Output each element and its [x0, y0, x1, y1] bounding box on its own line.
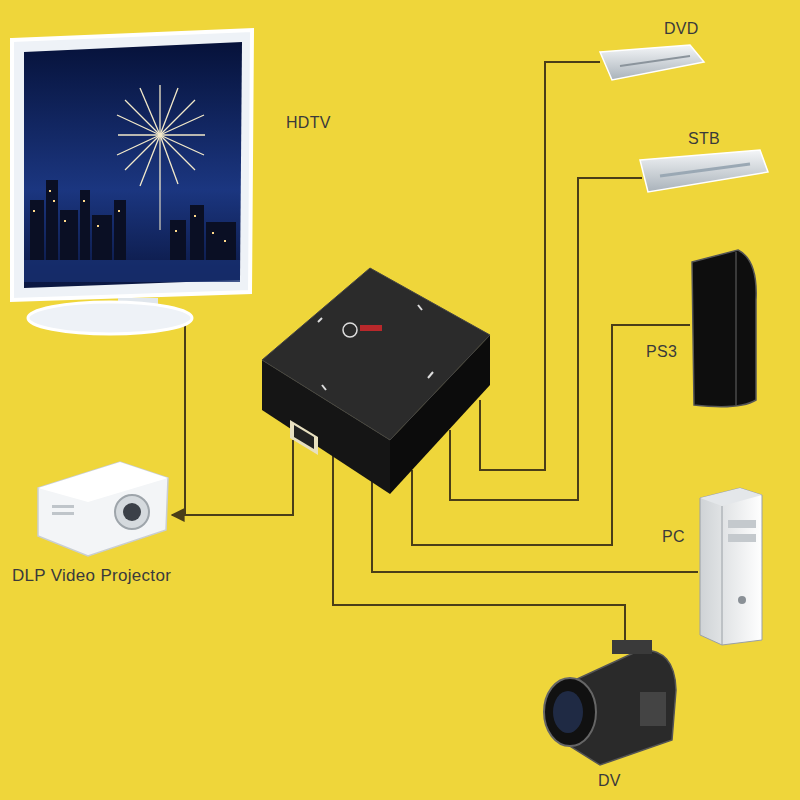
wire-part [184, 318, 186, 515]
dv-camcorder-part [612, 640, 652, 654]
ps3-console-part [692, 250, 756, 407]
hdtv-monitor-part [160, 135, 195, 170]
hdtv-monitor-part [190, 205, 204, 260]
hdtv-monitor-part [33, 190, 226, 242]
hdtv-monitor-part [125, 135, 160, 170]
hdtv-monitor-part [194, 215, 196, 217]
dlp-projector-part [123, 503, 141, 521]
wire-part [372, 470, 698, 572]
set-top-box [640, 150, 768, 192]
set-top-box-part [660, 164, 750, 176]
dvd-player [600, 45, 704, 80]
hdtv-monitor-part [33, 210, 35, 212]
hdtv-monitor-part [160, 134, 205, 135]
pc-tower-part [722, 506, 723, 645]
hdtv-monitor-part [83, 200, 85, 202]
hdmi-switch-part [262, 268, 490, 440]
wire-part [480, 62, 600, 470]
hdtv-monitor-part [12, 30, 252, 300]
device-label: HDTV [286, 114, 331, 132]
hdtv-monitor-part [160, 115, 204, 135]
pc-tower-part [700, 488, 762, 645]
hdtv-monitor-part [97, 225, 99, 227]
dlp-projector-part [115, 495, 149, 529]
hdmi-switch-part [322, 385, 326, 390]
hdtv-monitor-part [175, 230, 177, 232]
hdtv-monitor-part [80, 190, 90, 260]
dvd-player-part [620, 56, 690, 66]
dv-camcorder [544, 640, 676, 765]
dlp-projector [38, 462, 168, 556]
hdtv-monitor-part [117, 115, 160, 135]
hdtv-monitor-part [60, 210, 78, 260]
hdtv-monitor-part [24, 260, 240, 282]
hdtv-monitor-part [160, 135, 178, 184]
device-label: DLP Video Projector [12, 566, 171, 586]
pc-tower-part [728, 520, 756, 528]
pc-tower-part [700, 488, 762, 506]
hdtv-monitor-part [224, 240, 226, 242]
pc-tower [700, 488, 762, 645]
hdmi-switch-part [318, 305, 433, 390]
pc-tower-part [728, 534, 756, 542]
device-label: DV [598, 772, 621, 790]
hdtv-monitor-part [46, 180, 58, 260]
device-label: STB [688, 130, 720, 148]
hdmi-switch-part [290, 420, 318, 455]
hdtv-monitor-part [117, 85, 205, 190]
hdtv-monitor-part [159, 135, 160, 190]
hdmi-switch [262, 268, 490, 494]
hdtv-monitor-part [160, 100, 195, 135]
hdtv-monitor-part [30, 200, 44, 260]
device-label: PC [662, 528, 685, 546]
hdtv-monitor-part [117, 135, 160, 155]
hdtv-monitor-part [49, 190, 51, 192]
hdtv-monitor-part [160, 190, 161, 230]
hdtv-monitor-part [118, 134, 160, 135]
device-label: PS3 [646, 343, 677, 361]
hdtv-monitor-part [212, 232, 214, 234]
hdmi-switch-part [418, 305, 422, 310]
dlp-projector-part [52, 505, 74, 508]
device-label: DVD [664, 20, 699, 38]
hdtv-monitor-part [28, 302, 192, 334]
dvd-player-part [600, 45, 704, 80]
hdtv-monitor [12, 30, 252, 334]
hdtv-monitor-part [159, 85, 160, 135]
hdtv-monitor-part [118, 210, 120, 212]
hdmi-switch-part [360, 325, 382, 331]
hdtv-monitor-part [64, 220, 66, 222]
hdmi-switch-part [294, 425, 314, 449]
hdtv-monitor-part [170, 220, 186, 260]
pc-tower-part [738, 596, 746, 604]
hdtv-monitor-part [92, 215, 112, 260]
hdtv-monitor-part [53, 200, 55, 202]
dv-camcorder-part [553, 691, 583, 733]
ps3-console-part [735, 252, 737, 405]
hdtv-monitor-part [114, 200, 126, 260]
hdtv-monitor-part [30, 180, 236, 260]
hdtv-monitor-part [125, 100, 160, 135]
wire-part [172, 440, 293, 515]
hdmi-switch-part [428, 372, 433, 378]
dlp-projector-part [38, 462, 168, 502]
hdtv-monitor-part [140, 88, 160, 135]
dlp-projector-part [38, 462, 168, 556]
hdmi-switch-part [318, 318, 322, 322]
ps3-console [692, 250, 756, 407]
dv-camcorder-part [544, 678, 596, 746]
hdmi-switch-part [343, 323, 357, 337]
dlp-projector-part [52, 512, 74, 515]
set-top-box-part [640, 150, 768, 192]
hdtv-monitor-part [24, 42, 242, 288]
hdtv-monitor-part [206, 222, 236, 260]
dv-camcorder-part [640, 692, 666, 726]
